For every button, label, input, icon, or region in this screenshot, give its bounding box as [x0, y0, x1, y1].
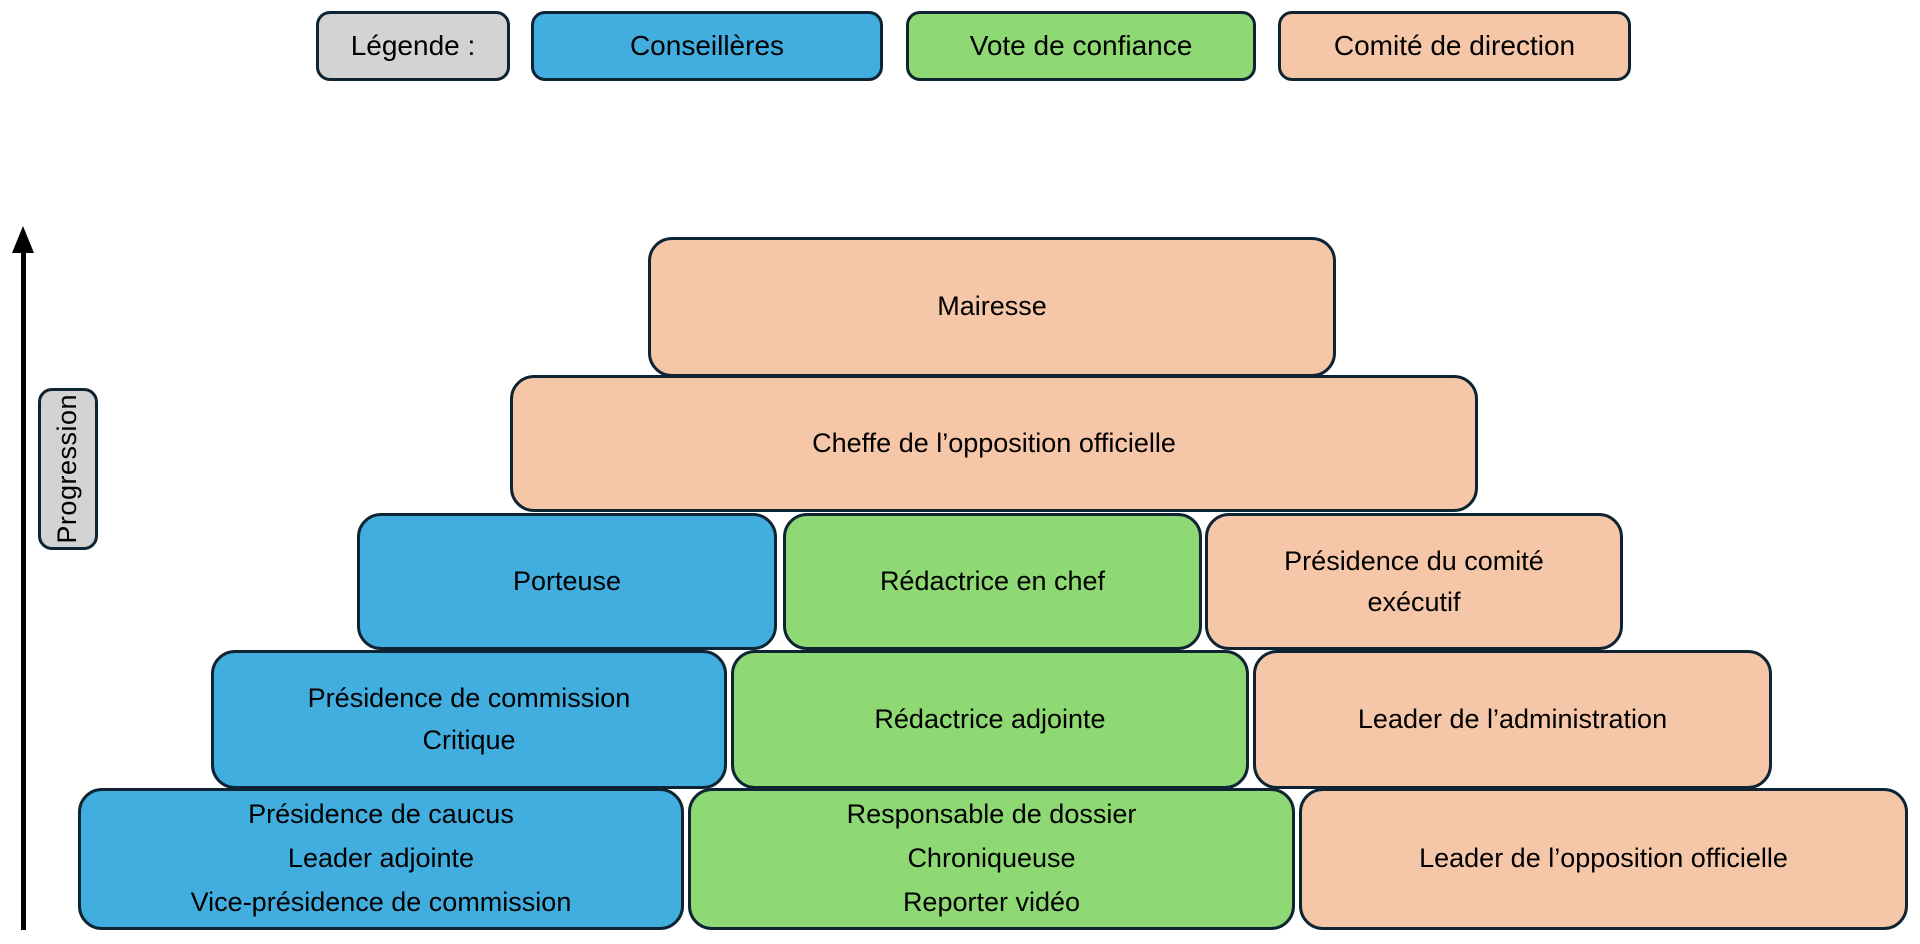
pyramid-box-porteuse: Porteuse	[357, 513, 777, 650]
pyramid-box-redactrice-en-chef: Rédactrice en chef	[783, 513, 1202, 650]
progression-axis-label: Progression	[52, 394, 83, 544]
legend-title-box: Légende :	[316, 11, 510, 81]
legend-item-vote-de-confiance: Vote de confiance	[906, 11, 1256, 81]
pyramid-box-responsable-dossier-group: Responsable de dossier Chroniqueuse Repo…	[688, 788, 1295, 930]
pyramid-box-leader-administration: Leader de l’administration	[1253, 650, 1772, 789]
pyramid-box-mairesse: Mairesse	[648, 237, 1336, 377]
pyramid-box-cheffe-opposition-officielle: Cheffe de l’opposition officielle	[510, 375, 1478, 512]
pyramid-box-presidence-comite-executif: Présidence du comité exécutif	[1205, 513, 1623, 650]
pyramid-box-presidence-commission-critique: Présidence de commission Critique	[211, 650, 727, 789]
up-arrow-icon	[12, 226, 34, 253]
legend-item-comite-de-direction: Comité de direction	[1278, 11, 1631, 81]
pyramid-box-presidence-caucus-group: Présidence de caucus Leader adjointe Vic…	[78, 788, 684, 930]
progression-axis-line	[21, 248, 26, 930]
pyramid-box-redactrice-adjointe: Rédactrice adjointe	[731, 650, 1249, 789]
legend-item-conseilleres: Conseillères	[531, 11, 883, 81]
progression-axis-label-box: Progression	[38, 388, 98, 550]
pyramid-box-leader-opposition-officielle: Leader de l’opposition officielle	[1299, 788, 1908, 930]
